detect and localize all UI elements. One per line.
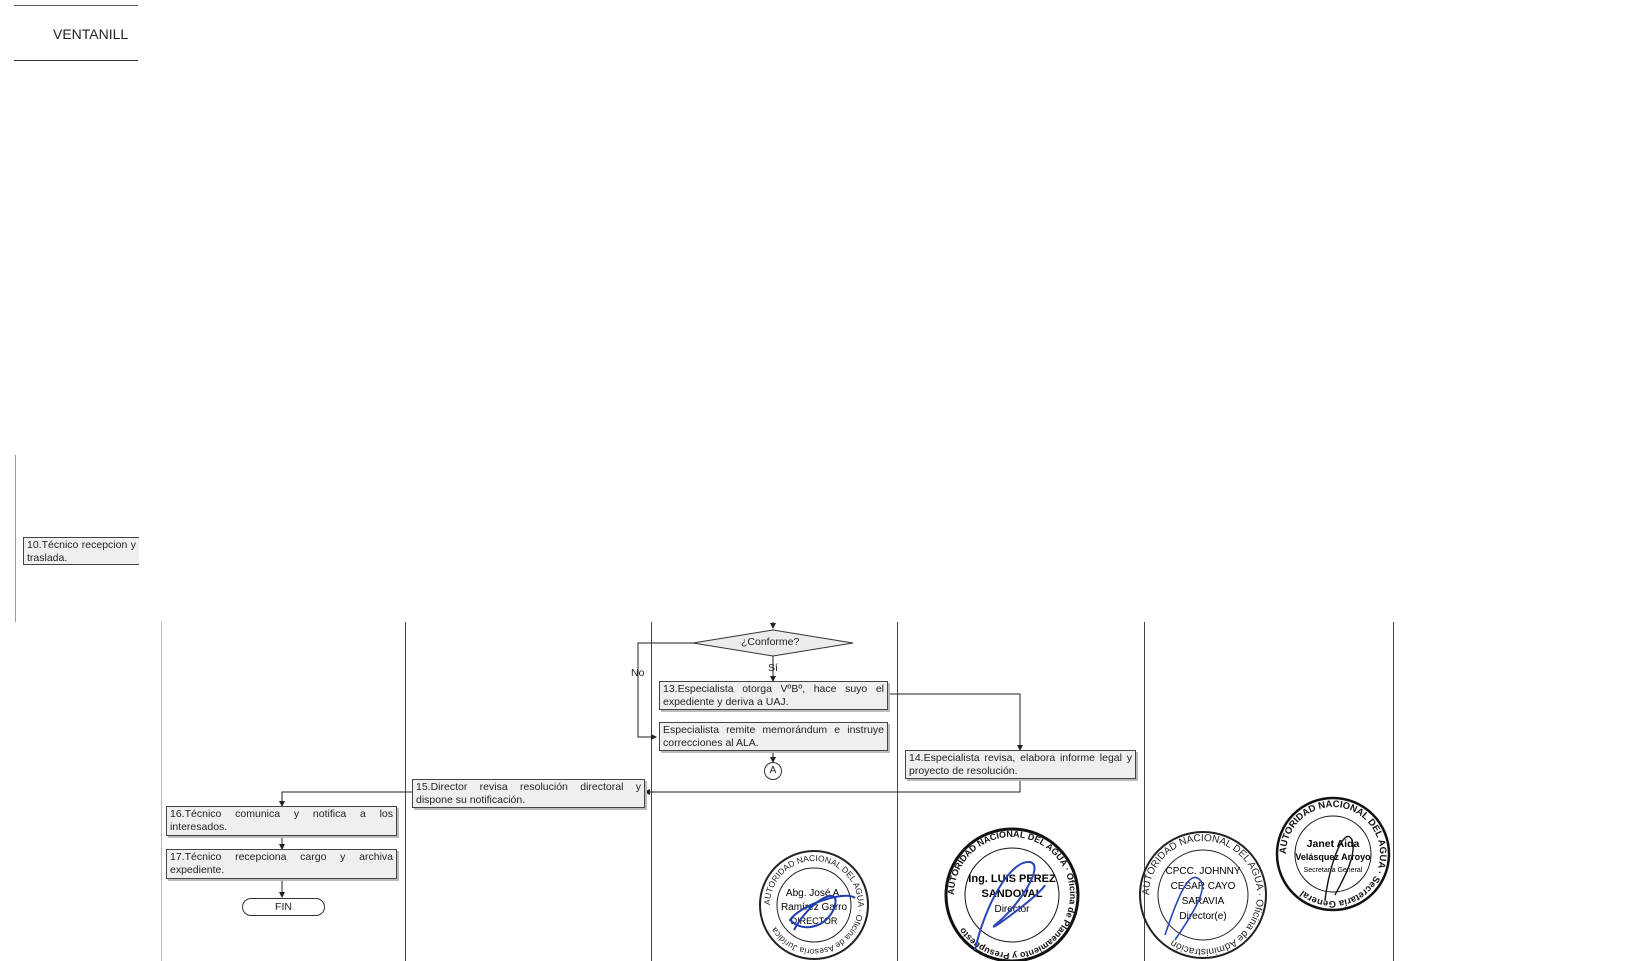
- lane-header-fragment: VENTANILL: [53, 26, 129, 42]
- step-17-box: 17.Técnico recepciona cargo y archiva ex…: [166, 849, 397, 879]
- seal-2-line-1: Ing. LUIS PEREZ: [968, 873, 1056, 885]
- connector-a: A: [764, 762, 782, 780]
- step-13-box: 13.Especialista otorga VºBº, hace suyo e…: [659, 681, 888, 710]
- seal-4-line-2: Velásquez Arroyo: [1295, 852, 1371, 862]
- seal-3-ring-text: AUTORIDAD NACIONAL DEL AGUA · Oficina de…: [1141, 833, 1265, 957]
- step-10-box: 10.Técnico recepcion y traslada.: [23, 537, 139, 565]
- decision-yes-label: Sí: [768, 662, 778, 674]
- seal-general-secretariat: AUTORIDAD NACIONAL DEL AGUA · Secretaría…: [1275, 796, 1391, 912]
- decision-question: ¿Conforme?: [741, 636, 800, 648]
- seal-3-line-2: CESAR CAYO: [1171, 881, 1236, 892]
- header-underline: [14, 60, 138, 61]
- seal-1-line-1: Abg. José A.: [786, 888, 842, 899]
- seal-legal-office: AUTORIDAD NACIONAL DEL AGUA · Oficina de…: [759, 850, 869, 960]
- step-14-box: 14.Especialista revisa, elabora informe …: [905, 750, 1136, 779]
- top-rule: [14, 5, 138, 6]
- seal-3-line-1: CPCC. JOHNNY: [1165, 866, 1240, 877]
- decision-no-label: No: [631, 667, 645, 679]
- seal-3-line-4: Director(e): [1179, 911, 1226, 922]
- seal-3-line-3: SARAVIA: [1182, 896, 1225, 907]
- seal-planning-office: AUTORIDAD NACIONAL DEL AGUA · Oficina de…: [944, 827, 1080, 961]
- signature-2: [974, 860, 1046, 951]
- end-terminator: FIN: [242, 898, 325, 916]
- step-correction-box: Especialista remite memorándum e instruy…: [659, 722, 888, 751]
- step-15-box: 15.Director revisa resolución directoral…: [412, 779, 645, 808]
- lane-divider-5: [1393, 622, 1394, 961]
- lane-divider-0: [161, 622, 162, 961]
- seal-4-line-3: Secretaria General: [1304, 867, 1363, 874]
- seal-administration-office: AUTORIDAD NACIONAL DEL AGUA · Oficina de…: [1139, 831, 1267, 959]
- step-16-box: 16.Técnico comunica y notifica a los int…: [166, 806, 397, 836]
- signature-3: [1164, 876, 1203, 941]
- signature-1: [788, 894, 856, 931]
- seal-1-line-3: DIRECTOR: [791, 916, 838, 926]
- lane-divider-4: [1144, 622, 1145, 961]
- seal-1-line-2: Ramírez Garro: [781, 902, 848, 913]
- signature-4: [1324, 835, 1354, 901]
- fragment-lane-border: [15, 455, 16, 622]
- seal-4-line-1: Janet Aida: [1307, 838, 1360, 850]
